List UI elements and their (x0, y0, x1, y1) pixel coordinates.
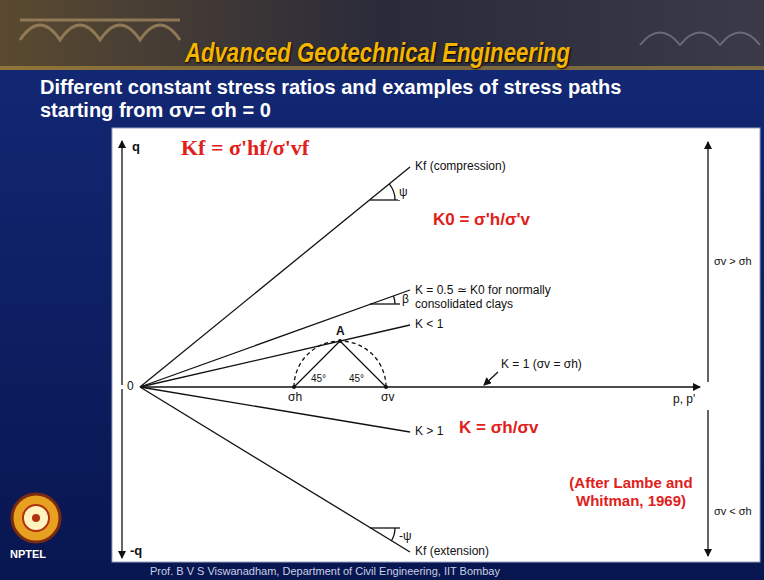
region-label: σv < σh (713, 505, 753, 518)
line-label: Kf (compression) (414, 160, 507, 174)
angle-label: 45° (311, 373, 326, 385)
line-label: K < 1 (414, 318, 444, 332)
line-label: K = 0.5 ≃ K0 for normally consolidated c… (414, 283, 568, 311)
angle-label: 45° (349, 373, 364, 385)
line-label: K > 1 (414, 425, 444, 439)
slide-heading: Different constant stress ratios and exa… (40, 76, 630, 122)
logo-text: NPTEL (10, 548, 46, 561)
angle-label: ψ (398, 186, 409, 200)
point-label: A (335, 325, 346, 339)
stress-label: σv (380, 391, 395, 405)
footer-text: Prof. B V S Viswanadham, Department of C… (150, 565, 500, 578)
banner-title: Advanced Geotechnical Engineering (185, 38, 570, 69)
axis-label: p, p' (672, 393, 696, 407)
region-label: σv > σh (713, 255, 753, 268)
angle-label: β (402, 293, 409, 307)
source-note: (After Lambe and Whitman, 1969) (560, 474, 702, 510)
equation-label: Kf = σ'hf/σ'vf (180, 135, 310, 160)
axis-label: q (131, 140, 141, 155)
equation-label: K0 = σ'h/σ'v (432, 210, 531, 230)
origin-label: 0 (126, 380, 135, 394)
equation-label: K = σh/σv (458, 418, 539, 438)
line-label: Kf (extension) (414, 545, 490, 559)
line-label: K = 1 (σv = σh) (500, 358, 583, 372)
angle-label: -ψ (399, 530, 412, 544)
stress-label: σh (287, 391, 303, 405)
axis-label: -q (129, 544, 143, 559)
